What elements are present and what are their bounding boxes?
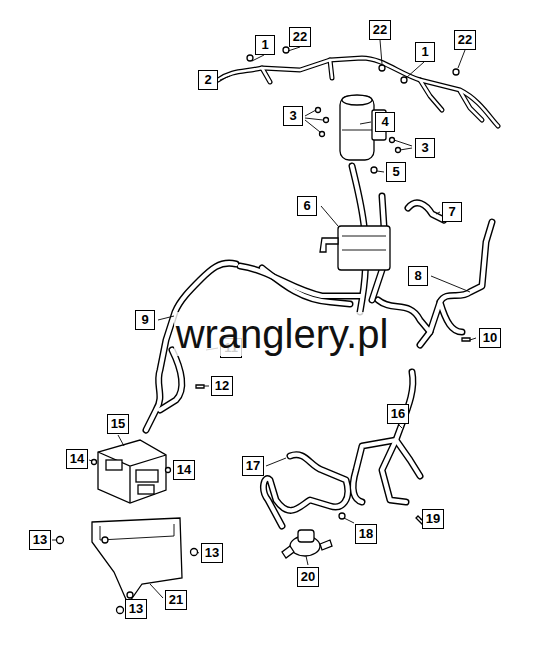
leader-lines (52, 40, 476, 609)
callout-number: 10 (479, 328, 501, 348)
callout-number: 5 (386, 162, 406, 182)
callout-number: 6 (297, 196, 317, 216)
callout-number: 18 (355, 524, 377, 544)
callout-number: 22 (369, 20, 391, 40)
callout-number: 16 (387, 404, 409, 424)
fasteners (57, 47, 471, 614)
callout-number: 22 (454, 30, 476, 50)
control-module (98, 440, 166, 503)
callout-number: 3 (415, 138, 435, 158)
hoses-outer (146, 58, 498, 526)
coolant-pump (282, 530, 332, 558)
callout-number: 22 (289, 27, 311, 47)
callout-number: 4 (375, 112, 395, 132)
hoses-inner (146, 58, 498, 526)
callout-number: 7 (442, 202, 462, 222)
callout-number: 9 (135, 310, 155, 330)
callout-number: 15 (107, 414, 129, 434)
callout-number: 13 (201, 543, 223, 563)
callout-number: 1 (255, 35, 275, 55)
callout-number: 14 (173, 460, 195, 480)
callout-number: 3 (283, 106, 303, 126)
manifold-bracket (320, 226, 390, 270)
callout-number: 8 (408, 266, 428, 286)
callout-number: 12 (211, 376, 233, 396)
callout-number: 20 (297, 567, 319, 587)
callout-number: 14 (66, 449, 88, 469)
callout-number: 1 (415, 42, 435, 62)
callout-number: 21 (165, 590, 187, 610)
callout-number: 13 (125, 599, 147, 619)
watermark: wranglery.pl (174, 312, 391, 356)
callout-number: 2 (198, 70, 218, 90)
callout-number: 13 (29, 530, 51, 550)
callout-number: 19 (422, 509, 444, 529)
callout-number: 17 (242, 456, 264, 476)
